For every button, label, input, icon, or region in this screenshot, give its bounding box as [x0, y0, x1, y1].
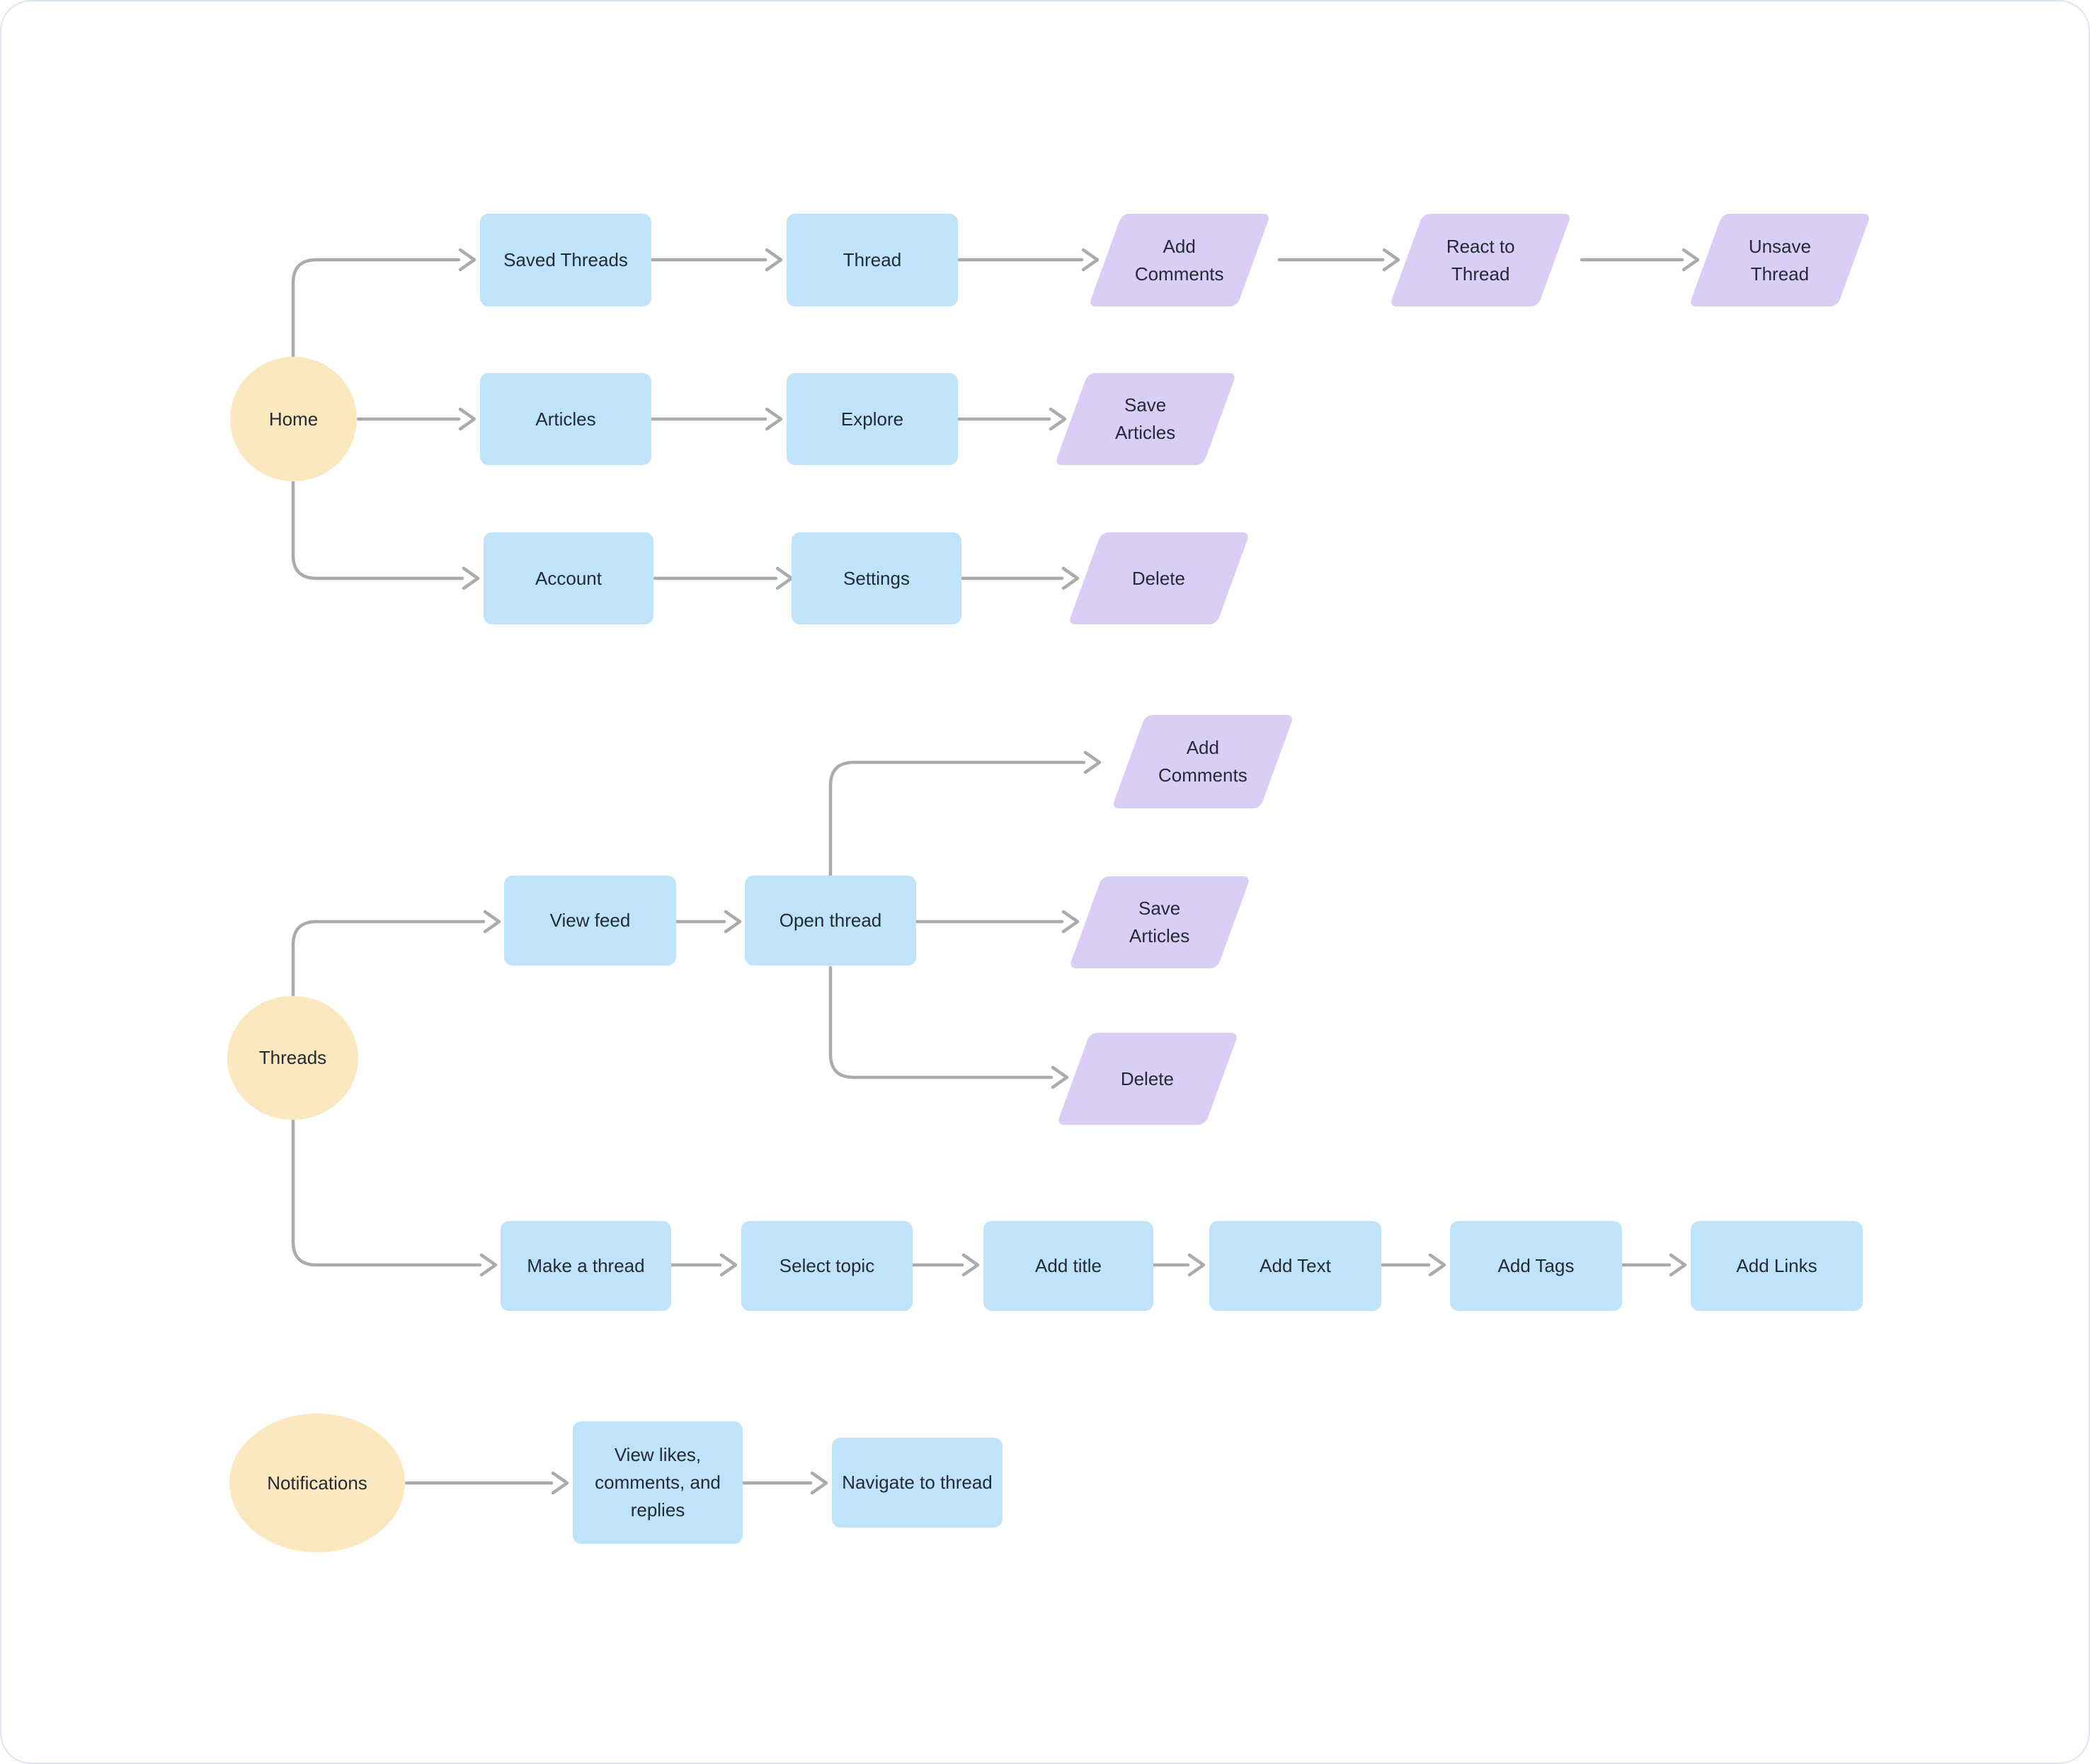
action-node-unsave-thread-label: Unsave Thread [1748, 235, 1812, 285]
action-node-delete-threads[interactable]: Delete [1056, 1033, 1239, 1125]
process-node-add-links[interactable]: Add Links [1691, 1221, 1863, 1311]
process-node-add-title[interactable]: Add title [983, 1221, 1153, 1311]
action-node-add-comments-home[interactable]: Add Comments [1088, 214, 1271, 307]
process-node-select-topic[interactable]: Select topic [741, 1221, 913, 1311]
process-node-thread[interactable]: Thread [787, 214, 958, 307]
edge-add-text-add-tags [1379, 1253, 1446, 1277]
edge-thread-add-comments [956, 248, 1100, 272]
start-node-home-label: Home [268, 408, 319, 430]
process-node-add-text[interactable]: Add Text [1209, 1221, 1381, 1311]
edge-account-settings [653, 566, 794, 590]
action-node-delete-threads-label: Delete [1121, 1067, 1175, 1089]
process-node-add-title-label: Add title [1035, 1255, 1102, 1276]
edge-open-thread-add-comments [828, 750, 1102, 878]
start-node-notifications-label: Notifications [267, 1472, 367, 1494]
edge-add-title-add-text [1151, 1253, 1206, 1277]
edge-notifications-view-likes [404, 1471, 569, 1495]
process-node-settings[interactable]: Settings [792, 532, 961, 624]
process-node-navigate-to-thread[interactable]: Navigate to thread [832, 1438, 1003, 1528]
process-node-saved-threads-label: Saved Threads [503, 249, 628, 270]
process-node-account[interactable]: Account [484, 532, 653, 624]
edge-home-account [291, 479, 480, 590]
process-node-add-tags-label: Add Tags [1497, 1255, 1575, 1276]
action-node-save-articles-threads[interactable]: Save Articles [1068, 876, 1251, 968]
action-node-add-comments-home-label: Add Comments [1135, 235, 1224, 285]
process-node-add-text-label: Add Text [1260, 1255, 1331, 1276]
process-node-open-thread-label: Open thread [779, 910, 882, 931]
process-node-open-thread[interactable]: Open thread [745, 876, 916, 966]
start-node-home[interactable]: Home [230, 357, 357, 481]
action-node-react-to-thread[interactable]: React to Thread [1389, 214, 1572, 307]
process-node-view-likes-comments-replies-label: View likes, comments, and replies [595, 1444, 721, 1520]
start-node-notifications[interactable]: Notifications [229, 1414, 405, 1552]
action-node-save-articles-home-label: Save Articles [1115, 394, 1176, 443]
edge-explore-save-articles [956, 407, 1067, 431]
process-node-add-links-label: Add Links [1736, 1255, 1817, 1276]
action-node-add-comments-threads[interactable]: Add Comments [1111, 715, 1295, 808]
edge-select-topic-add-title [910, 1253, 980, 1277]
action-node-save-articles-home[interactable]: Save Articles [1054, 373, 1237, 465]
start-node-threads[interactable]: Threads [227, 996, 358, 1120]
action-node-save-articles-threads-label: Save Articles [1129, 898, 1190, 946]
process-node-select-topic-label: Select topic [779, 1255, 875, 1276]
edge-threads-view-feed [291, 910, 501, 998]
edge-home-articles [356, 407, 476, 431]
edge-view-likes-navigate-to-thread [741, 1471, 828, 1495]
action-node-react-to-thread-label: React to Thread [1446, 235, 1515, 285]
action-node-unsave-thread[interactable]: Unsave Thread [1689, 214, 1871, 307]
process-node-explore[interactable]: Explore [787, 373, 958, 465]
process-node-view-feed-label: View feed [549, 910, 631, 931]
process-node-navigate-to-thread-label: Navigate to thread [842, 1472, 993, 1493]
edge-view-feed-open-thread [674, 910, 742, 934]
edge-saved-threads-thread [649, 248, 783, 272]
edge-add-tags-add-links [1620, 1253, 1687, 1277]
edge-articles-explore [649, 407, 783, 431]
edge-settings-delete [959, 566, 1080, 590]
process-node-make-a-thread[interactable]: Make a thread [501, 1221, 671, 1311]
process-node-saved-threads[interactable]: Saved Threads [480, 214, 651, 307]
action-node-delete-home[interactable]: Delete [1068, 532, 1250, 624]
process-node-view-likes-comments-replies[interactable]: View likes, comments, and replies [573, 1421, 743, 1544]
process-node-explore-label: Explore [840, 408, 904, 430]
process-node-thread-label: Thread [843, 249, 902, 270]
edge-react-to-thread-unsave-thread [1580, 248, 1700, 272]
edge-home-saved-threads [291, 248, 476, 361]
edge-make-a-thread-select-topic [669, 1253, 738, 1277]
edge-add-comments-react-to-thread [1277, 248, 1400, 272]
edge-threads-make-a-thread [291, 1118, 498, 1277]
process-node-articles[interactable]: Articles [480, 373, 651, 465]
action-node-delete-home-label: Delete [1132, 567, 1186, 589]
process-node-make-a-thread-label: Make a thread [527, 1255, 645, 1276]
start-node-threads-label: Threads [258, 1047, 327, 1068]
edge-open-thread-delete [828, 966, 1069, 1089]
process-node-add-tags[interactable]: Add Tags [1450, 1221, 1622, 1311]
edge-open-thread-save-articles [914, 910, 1080, 934]
process-node-account-label: Account [535, 567, 602, 589]
action-node-add-comments-threads-label: Add Comments [1158, 737, 1247, 786]
process-node-articles-label: Articles [535, 408, 596, 430]
process-node-view-feed[interactable]: View feed [504, 876, 676, 966]
process-node-settings-label: Settings [843, 567, 910, 589]
